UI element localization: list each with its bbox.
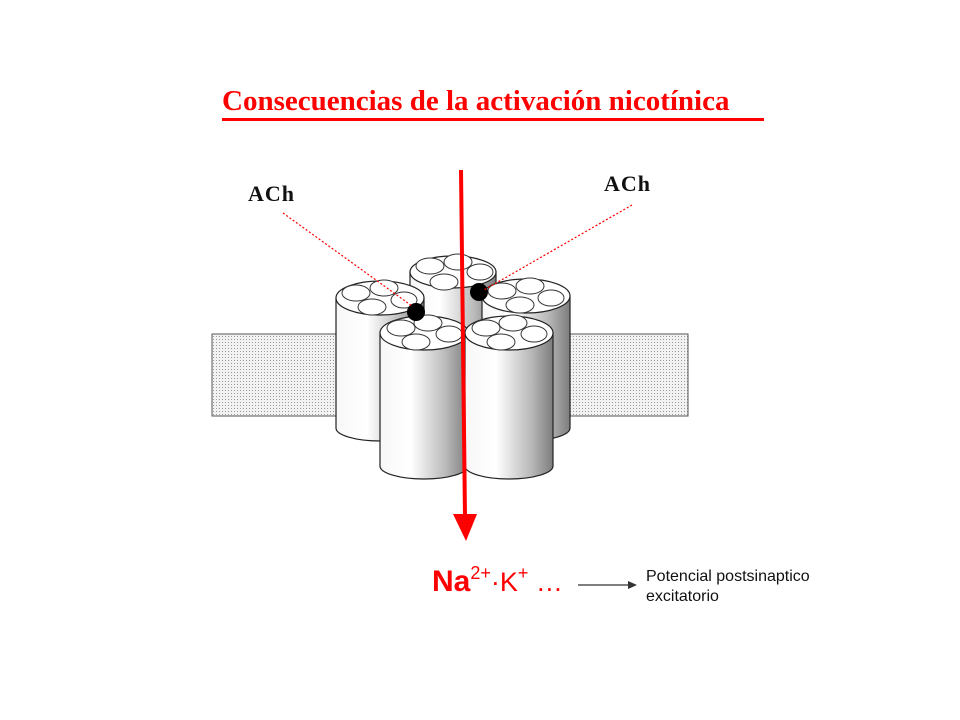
membrane-left bbox=[211, 333, 343, 417]
ach-leader-left bbox=[282, 212, 413, 307]
title-underline bbox=[222, 118, 764, 121]
ion-flow-arrowhead bbox=[453, 514, 477, 541]
ion-ellipsis: … bbox=[528, 567, 563, 597]
ach-binding-site-right bbox=[470, 283, 488, 301]
ach-label-right: ACh bbox=[604, 171, 652, 196]
membrane-right bbox=[559, 333, 689, 417]
outcome-arrowhead bbox=[628, 581, 637, 589]
outcome-line-2: excitatorio bbox=[646, 588, 719, 605]
outcome-label: Potencial postsinaptico excitatorio bbox=[646, 567, 866, 607]
ion-potassium-charge: + bbox=[517, 563, 529, 583]
subunit-front-right bbox=[464, 314, 554, 480]
ion-flow-arrow-shaft bbox=[459, 169, 467, 518]
ion-potassium: K bbox=[499, 567, 518, 597]
ion-sodium: Na bbox=[432, 565, 471, 598]
slide-title: Consecuencias de la activación nicotínic… bbox=[222, 85, 730, 117]
ion-label: Na2+·K+ … bbox=[432, 563, 563, 599]
ach-leader-right bbox=[483, 204, 633, 291]
subunit-front-left bbox=[379, 314, 469, 480]
ion-sodium-charge: 2+ bbox=[470, 563, 491, 583]
ach-binding-site-left bbox=[407, 303, 425, 321]
ion-separator: · bbox=[490, 567, 500, 597]
ach-label-left: ACh bbox=[248, 181, 296, 206]
outcome-line-1: Potencial postsinaptico bbox=[646, 568, 810, 585]
